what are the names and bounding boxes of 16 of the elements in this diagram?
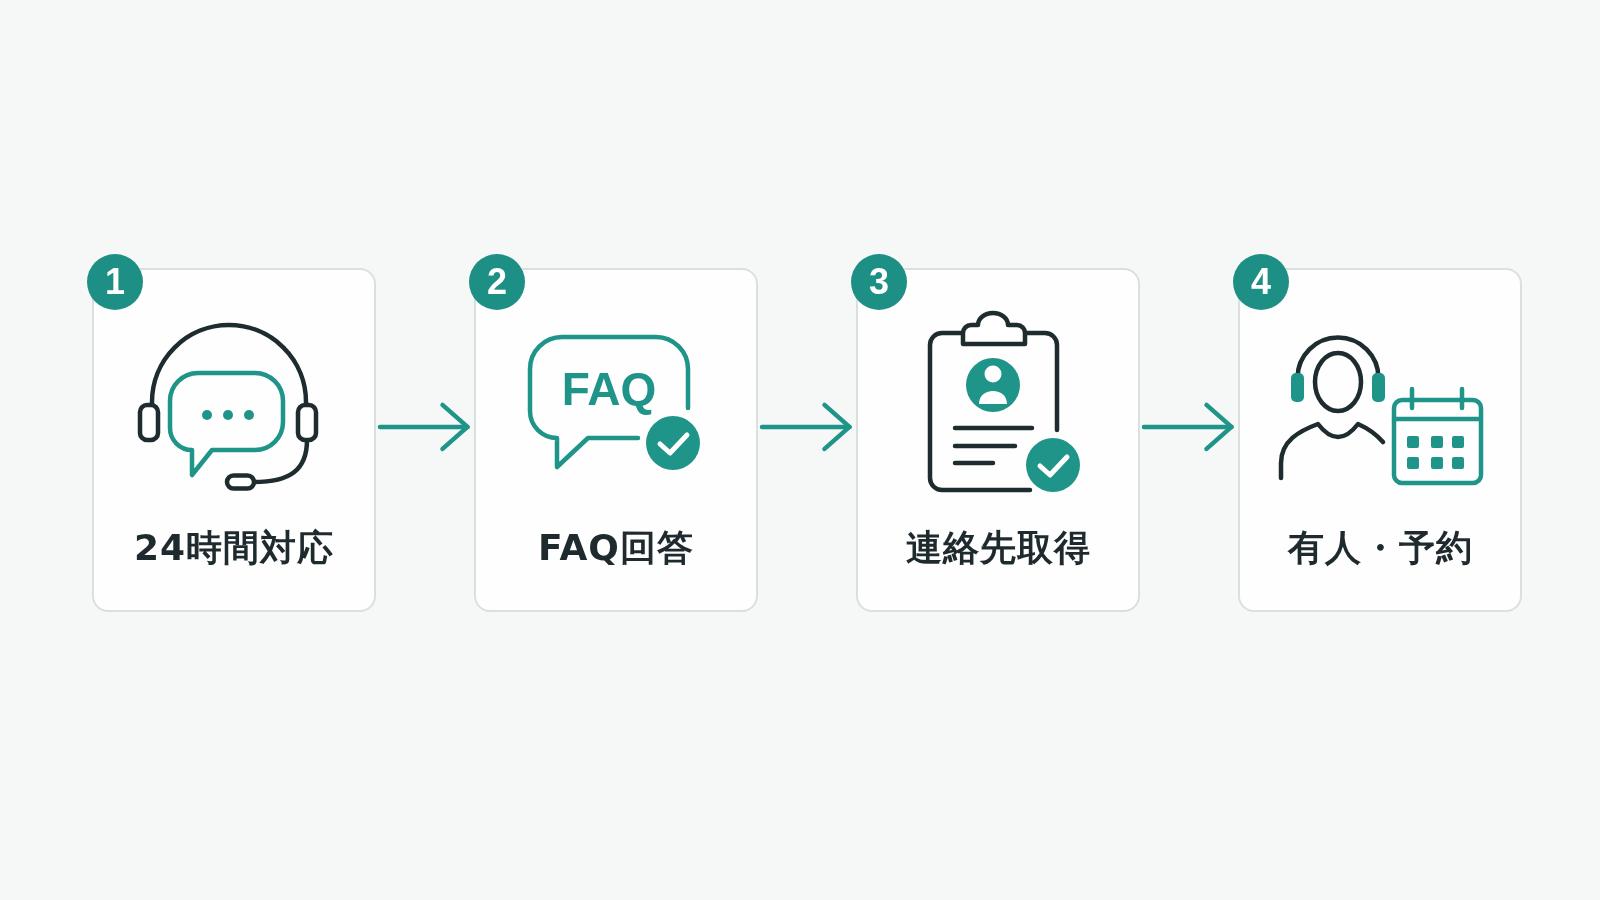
speech-bubble: FAQ <box>527 334 691 470</box>
step-card <box>474 268 758 612</box>
number-badge: 2 <box>469 254 525 310</box>
step-card <box>92 268 376 612</box>
number-badge: 4 <box>1233 254 1289 310</box>
step-card <box>1238 268 1522 612</box>
arrow <box>377 402 470 452</box>
step-title: 連絡先取得 <box>905 526 1091 570</box>
number-badge: 1 <box>87 254 143 310</box>
arrow <box>1141 402 1234 452</box>
step-title: 有人・予約 <box>1287 526 1473 570</box>
step-title: 24時間対応 <box>133 526 335 570</box>
step-card <box>856 268 1140 612</box>
arrow <box>759 402 852 452</box>
step-title: FAQ回答 <box>538 526 694 570</box>
number-badge: 3 <box>851 254 907 310</box>
